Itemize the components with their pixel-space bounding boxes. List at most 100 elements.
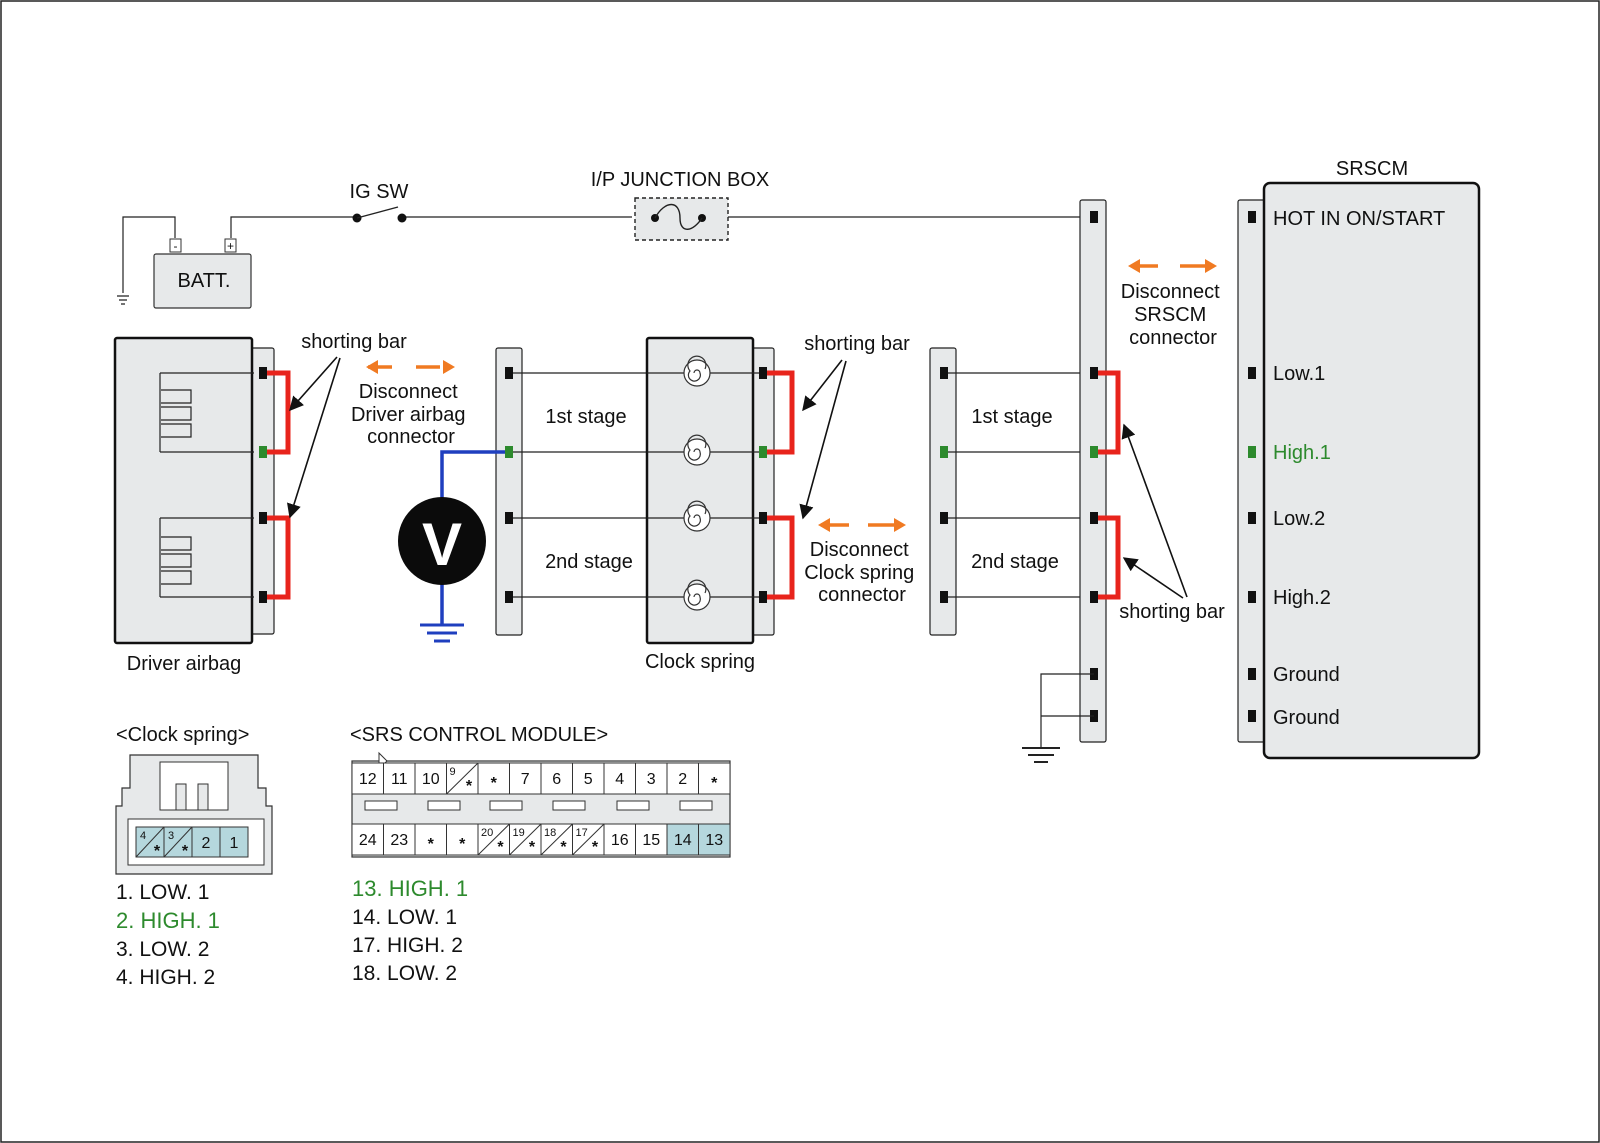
power-circuit: - + BATT. IG SW I/P JUNCTION BOX xyxy=(117,169,1093,309)
srs-pin-divider xyxy=(509,823,542,856)
voltmeter-label: V xyxy=(422,511,462,578)
srs-pin-star: * xyxy=(497,839,504,856)
srs-pin-cell xyxy=(351,823,384,856)
srs-pin-cell xyxy=(383,823,416,856)
srs-pin-label: * xyxy=(711,775,718,792)
srs-pin-label: * xyxy=(428,836,435,853)
srscm-main-connector-strip xyxy=(1022,199,1121,763)
srscm-module xyxy=(1237,181,1481,760)
srs-pin-label: 11 xyxy=(391,771,408,788)
srs-pin-label: 3 xyxy=(647,771,656,788)
srscm-pin-low2: Low.2 xyxy=(1273,508,1325,530)
first-stage-label-left: 1st stage xyxy=(545,406,626,428)
srscm-pin-low1: Low.1 xyxy=(1273,363,1325,385)
cs-pin-3-star: * xyxy=(182,843,189,860)
srs-pin-label: 15 xyxy=(642,832,660,849)
srs-pin-label: 19 xyxy=(513,827,525,839)
cs-legend-4: 4. HIGH. 2 xyxy=(116,966,215,989)
srs-legend-1: 13. HIGH. 1 xyxy=(352,876,468,901)
battery-label: BATT. xyxy=(178,270,231,292)
srs-pin-cell xyxy=(698,762,731,795)
ig-sw-label: IG SW xyxy=(350,181,409,203)
second-stage-label-left: 2nd stage xyxy=(545,551,633,573)
disconnect-srscm-arrow xyxy=(1128,259,1217,273)
srs-pin-label: * xyxy=(491,775,498,792)
srs-pin-label: 16 xyxy=(611,832,629,849)
srscm-pin-hot: HOT IN ON/START xyxy=(1273,208,1445,230)
srs-pin-label: 12 xyxy=(359,771,377,788)
srs-pin-label: 5 xyxy=(584,771,593,788)
srs-pin-label: 2 xyxy=(678,771,687,788)
driver-side-connector-strip xyxy=(495,347,523,636)
junction-box-label: I/P JUNCTION BOX xyxy=(591,169,770,191)
srs-pin-label: 13 xyxy=(705,832,723,849)
srs-pin-label: 9 xyxy=(450,766,456,778)
cs-pin-2-num: 2 xyxy=(202,835,211,852)
srs-pin-cell xyxy=(635,762,668,795)
cs-legend-1: 1. LOW. 1 xyxy=(116,881,209,904)
srs-pin-cell xyxy=(698,823,731,856)
shorting-bar-label-middle: shorting bar xyxy=(804,333,910,355)
clock-spring xyxy=(645,336,795,645)
cs-pin-1-num: 1 xyxy=(230,835,239,852)
srs-pin-label: 18 xyxy=(544,827,556,839)
shorting-bar-label-right: shorting bar xyxy=(1119,601,1225,623)
srs-pin-label: 7 xyxy=(521,771,530,788)
voltmeter xyxy=(398,450,505,643)
srs-pin-divider xyxy=(477,823,510,856)
srscm-pin-ground1: Ground xyxy=(1273,664,1340,686)
srs-pin-divider xyxy=(446,762,479,795)
cs-legend-2: 2. HIGH. 1 xyxy=(116,908,220,933)
srscm-harness-connector-strip xyxy=(929,347,957,636)
srs-pin-star: * xyxy=(592,839,599,856)
srs-pin-cell xyxy=(414,823,447,856)
disconnect-clock-spring-arrow xyxy=(818,518,906,532)
srs-pin-label: 20 xyxy=(481,827,493,839)
disconnect-driver-airbag-arrow xyxy=(366,360,455,374)
cs-pin-4-num: 4 xyxy=(140,830,146,842)
cs-pin-4-star: * xyxy=(154,843,161,860)
battery-minus-label: - xyxy=(174,239,178,253)
srscm-pin-ground2: Ground xyxy=(1273,707,1340,729)
cs-pin-3-num: 3 xyxy=(168,830,174,842)
shorting-bar-label-left: shorting bar xyxy=(301,331,407,353)
battery xyxy=(153,253,252,309)
fuse xyxy=(634,197,729,241)
srs-legend-2: 14. LOW. 1 xyxy=(352,906,457,929)
srs-pin-cell xyxy=(635,823,668,856)
srs-pin-label: 6 xyxy=(552,771,561,788)
driver-airbag xyxy=(113,336,291,645)
first-stage-label-right: 1st stage xyxy=(971,406,1052,428)
clock-spring-connector-face xyxy=(115,754,273,875)
srs-pin-cell xyxy=(509,762,542,795)
disconnect-srscm-note: Disconnect SRSCM connector xyxy=(1121,281,1226,349)
srs-pin-star: * xyxy=(560,839,567,856)
srs-pin-label: 4 xyxy=(615,771,624,788)
driver-airbag-label: Driver airbag xyxy=(127,653,241,675)
srscm-pin-high2: High.2 xyxy=(1273,587,1331,609)
srs-pin-divider xyxy=(540,823,573,856)
srs-connector-title: <SRS CONTROL MODULE> xyxy=(350,724,608,746)
srs-legend-3: 17. HIGH. 2 xyxy=(352,934,463,957)
srs-pin-label: 17 xyxy=(576,827,588,839)
srs-pin-cell xyxy=(383,762,416,795)
srs-pin-label: 10 xyxy=(422,771,440,788)
srs-pin-cell xyxy=(540,762,573,795)
cs-legend-3: 3. LOW. 2 xyxy=(116,938,209,961)
disconnect-driver-airbag-note: Disconnect Driver airbag connector xyxy=(351,381,471,448)
srs-pin-cell xyxy=(572,762,605,795)
clock-spring-label: Clock spring xyxy=(645,651,755,673)
srs-legend-4: 18. LOW. 2 xyxy=(352,962,457,985)
srs-pin-star: * xyxy=(466,778,473,795)
srs-pin-star: * xyxy=(529,839,536,856)
srs-pin-divider xyxy=(572,823,605,856)
second-stage-label-right: 2nd stage xyxy=(971,551,1059,573)
srscm-title: SRSCM xyxy=(1336,158,1408,180)
srs-pin-cell xyxy=(666,823,699,856)
ignition-switch xyxy=(352,206,407,223)
srscm-pin-high1: High.1 xyxy=(1273,442,1331,464)
clock-spring-connector-title: <Clock spring> xyxy=(116,724,249,746)
